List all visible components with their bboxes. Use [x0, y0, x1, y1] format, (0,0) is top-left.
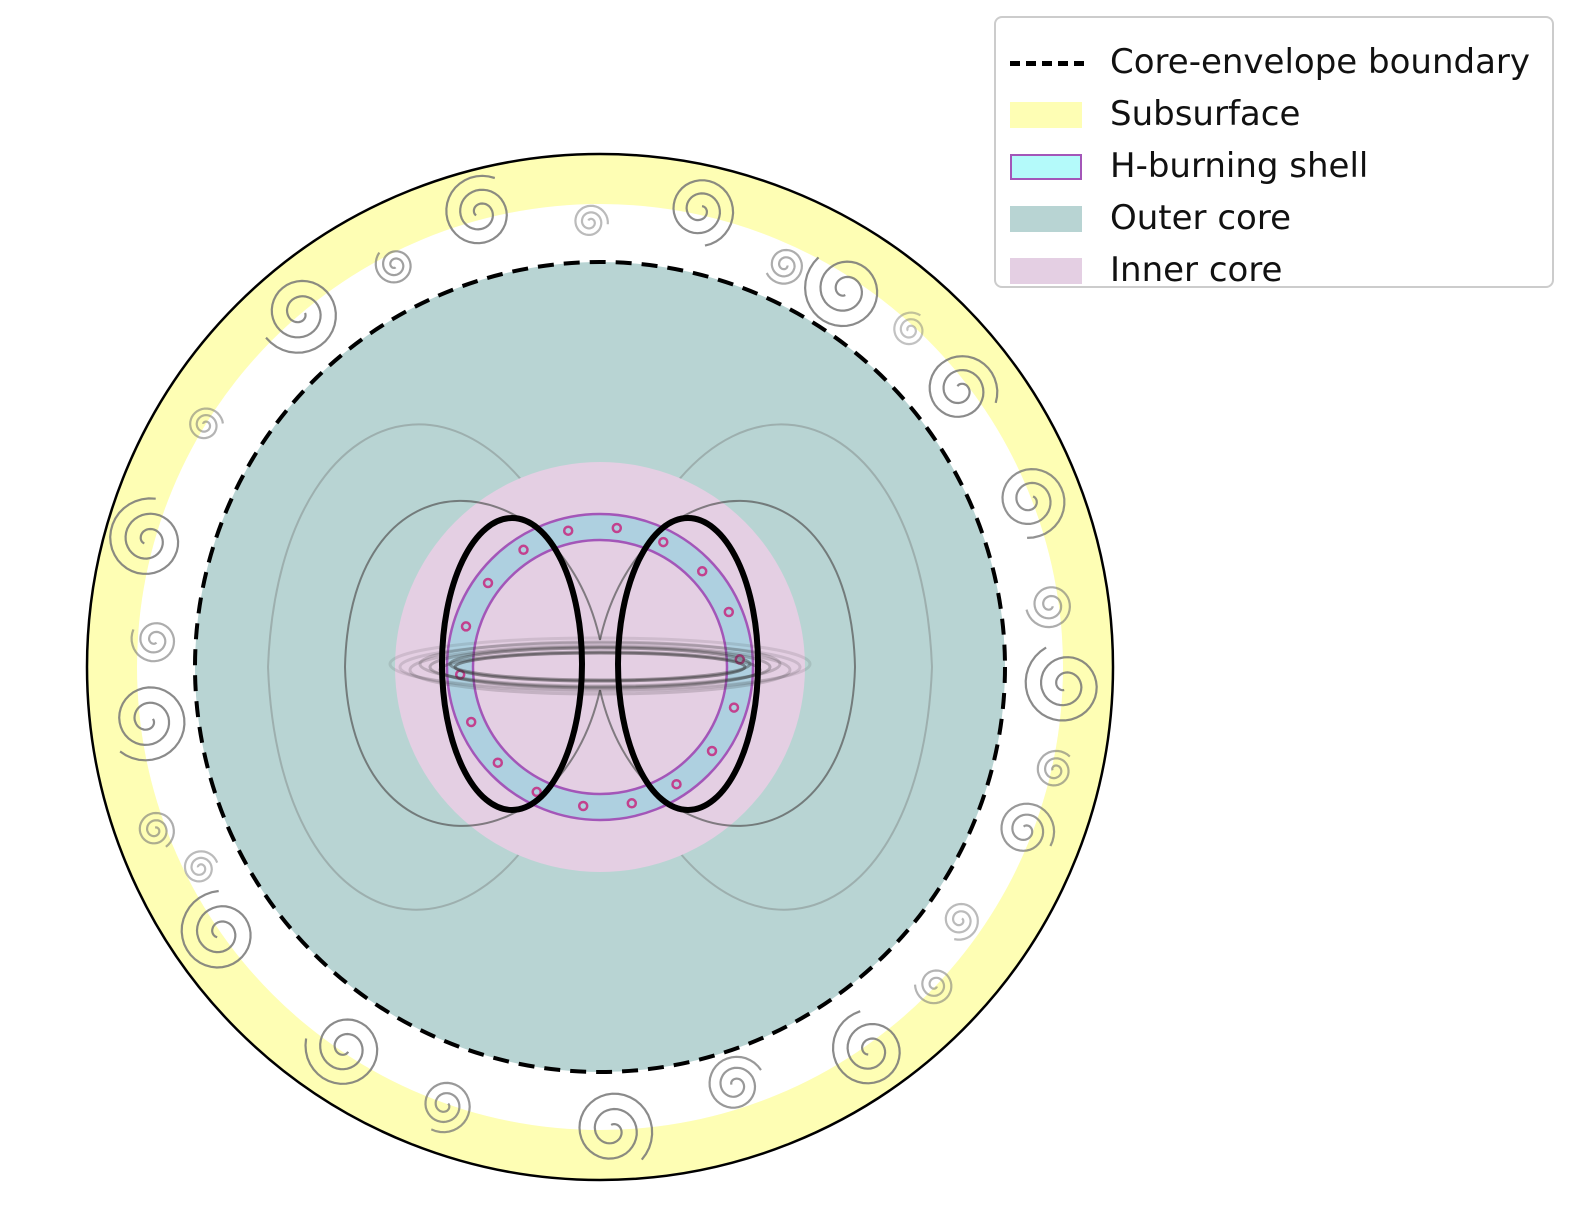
shell-marker	[611, 522, 623, 534]
shell-marker	[706, 745, 718, 757]
legend-label: Outer core	[1110, 198, 1291, 238]
core-envelope-boundary	[193, 260, 1007, 1074]
convective-vortex-icon	[765, 248, 804, 285]
h-burning-shell	[445, 512, 755, 822]
shell-marker	[723, 606, 735, 618]
shell-marker	[465, 716, 477, 728]
shell-marker	[728, 702, 740, 713]
shell-marker	[577, 800, 589, 812]
convective-vortex-icon	[574, 204, 609, 236]
shell-marker	[492, 757, 504, 768]
legend-label: Core-envelope boundary	[1110, 42, 1531, 82]
toroidal-field-rings	[388, 636, 812, 696]
convective-vortex-icon	[374, 250, 412, 284]
convective-vortex-icon	[304, 1018, 379, 1085]
shell-marker	[671, 778, 682, 790]
convective-vortex-icon	[1001, 467, 1066, 539]
legend-item-subsurface: Subsurface	[996, 88, 1552, 140]
convective-vortex-icon	[445, 174, 508, 245]
h-burning-shell-swatch	[1010, 154, 1082, 180]
outer-core-swatch	[1010, 206, 1082, 232]
convective-vortex-icon	[672, 179, 735, 247]
convective-vortices	[109, 174, 1098, 1161]
legend-item-core-envelope-boundary: Core-envelope boundary	[996, 36, 1552, 88]
shell-marker	[518, 544, 529, 556]
inner-core-swatch	[1010, 258, 1082, 284]
convective-vortex-icon	[1025, 586, 1072, 629]
dashed-line-swatch	[1010, 61, 1084, 66]
legend-label: Inner core	[1110, 250, 1283, 290]
convective-vortex-icon	[180, 889, 252, 969]
convective-vortex-icon	[130, 622, 176, 663]
legend-item-outer-core: Outer core	[996, 192, 1552, 244]
convective-vortex-icon	[424, 1081, 471, 1134]
toroidal-ring	[418, 640, 782, 688]
convective-vortex-icon	[138, 811, 175, 848]
toroidal-ring	[398, 641, 802, 693]
shell-marker	[562, 525, 574, 536]
convective-vortex-icon	[1024, 646, 1098, 722]
convective-vortex-icon	[265, 279, 337, 354]
toroidal-ring	[428, 645, 772, 689]
legend-label: Subsurface	[1110, 94, 1301, 134]
convective-vortex-icon	[1036, 749, 1071, 787]
convective-vortex-icon	[189, 407, 224, 440]
legend-item-inner-core: Inner core	[996, 244, 1552, 296]
subsurface-swatch	[1010, 102, 1082, 128]
shell-marker	[658, 536, 669, 548]
convective-vortex-icon	[1000, 802, 1056, 852]
shell-marker	[531, 786, 542, 798]
toroidal-ring	[408, 644, 792, 696]
convective-vortex-icon	[118, 686, 186, 762]
legend-label: H-burning shell	[1110, 146, 1369, 186]
convective-vortex-icon	[708, 1055, 762, 1109]
shell-marker	[626, 798, 638, 809]
legend-item-h-burning-shell: H-burning shell	[996, 140, 1552, 192]
toroidal-ring	[453, 651, 747, 683]
convective-vortex-icon	[831, 1010, 901, 1085]
convective-vortex-icon	[578, 1092, 654, 1161]
convective-vortex-icon	[944, 902, 979, 941]
legend: Core-envelope boundary Subsurface H-burn…	[994, 16, 1554, 290]
convective-vortex-icon	[893, 311, 924, 346]
convective-vortex-icon	[109, 497, 180, 575]
outer-field-lines	[266, 423, 934, 911]
shell-marker	[482, 577, 494, 589]
convective-vortex-icon	[913, 969, 953, 1005]
convective-vortex-icon	[803, 256, 879, 328]
convective-vortex-icon	[928, 355, 999, 418]
convective-vortex-icon	[183, 850, 219, 883]
poloidal-field-loops	[439, 515, 761, 813]
shell-marker	[696, 566, 708, 577]
toroidal-ring	[388, 636, 812, 692]
shell-marker	[460, 621, 472, 632]
